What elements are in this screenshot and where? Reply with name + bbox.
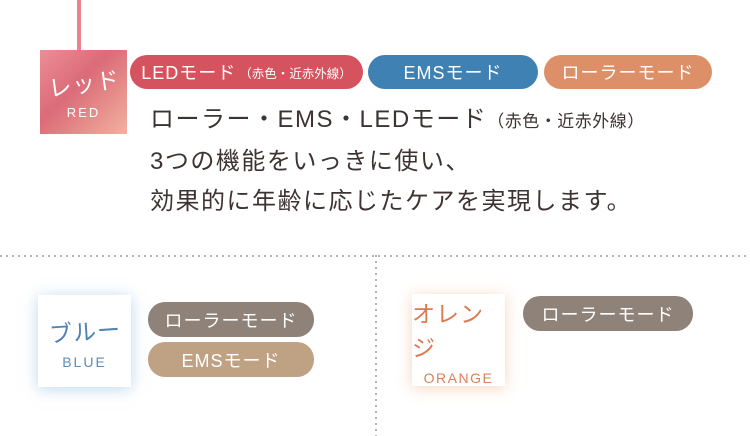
blue-roller-mode-badge-label: ローラーモード (164, 310, 298, 331)
led-mode-badge: LEDモード （赤色・近赤外線） (130, 55, 363, 89)
blue-roller-mode-badge: ローラーモード (148, 302, 314, 337)
description-line-1: ローラー・EMS・LEDモード（赤色・近赤外線） (150, 106, 645, 133)
orange-roller-mode-badge: ローラーモード (523, 296, 693, 331)
orange-color-swatch: オレンジ ORANGE (412, 294, 505, 386)
red-label-en: RED (66, 104, 101, 120)
vertical-dotted-divider (375, 255, 377, 436)
blue-label-en: BLUE (62, 353, 107, 370)
red-color-swatch: レッド RED (40, 50, 127, 134)
orange-label-en: ORANGE (423, 369, 494, 386)
red-mode-description: ローラー・EMS・LEDモード（赤色・近赤外線） 3つの機能をいっきに使い、 効… (150, 100, 645, 222)
led-mode-badge-label: LEDモード (141, 63, 237, 83)
ems-mode-badge: EMSモード (368, 55, 538, 89)
accent-line (77, 0, 81, 52)
orange-label-jp: オレンジ (412, 301, 484, 362)
led-mode-badge-sublabel: （赤色・近赤外線） (239, 66, 352, 81)
roller-mode-badge: ローラーモード (544, 55, 712, 89)
ems-mode-badge-label: EMSモード (403, 63, 503, 83)
red-label-jp: レッド (46, 65, 122, 102)
blue-label-jp: ブルー (47, 316, 122, 347)
orange-roller-mode-badge-label: ローラーモード (541, 304, 675, 325)
blue-ems-mode-badge-label: EMSモード (181, 350, 281, 371)
description-line-3: 効果的に年齢に応じたケアを実現します。 (150, 188, 633, 215)
roller-mode-badge-label: ローラーモード (561, 63, 695, 83)
description-line-2: 3つの機能をいっきに使い、 (150, 148, 471, 175)
blue-color-swatch: ブルー BLUE (38, 295, 131, 387)
blue-ems-mode-badge: EMSモード (148, 342, 314, 377)
